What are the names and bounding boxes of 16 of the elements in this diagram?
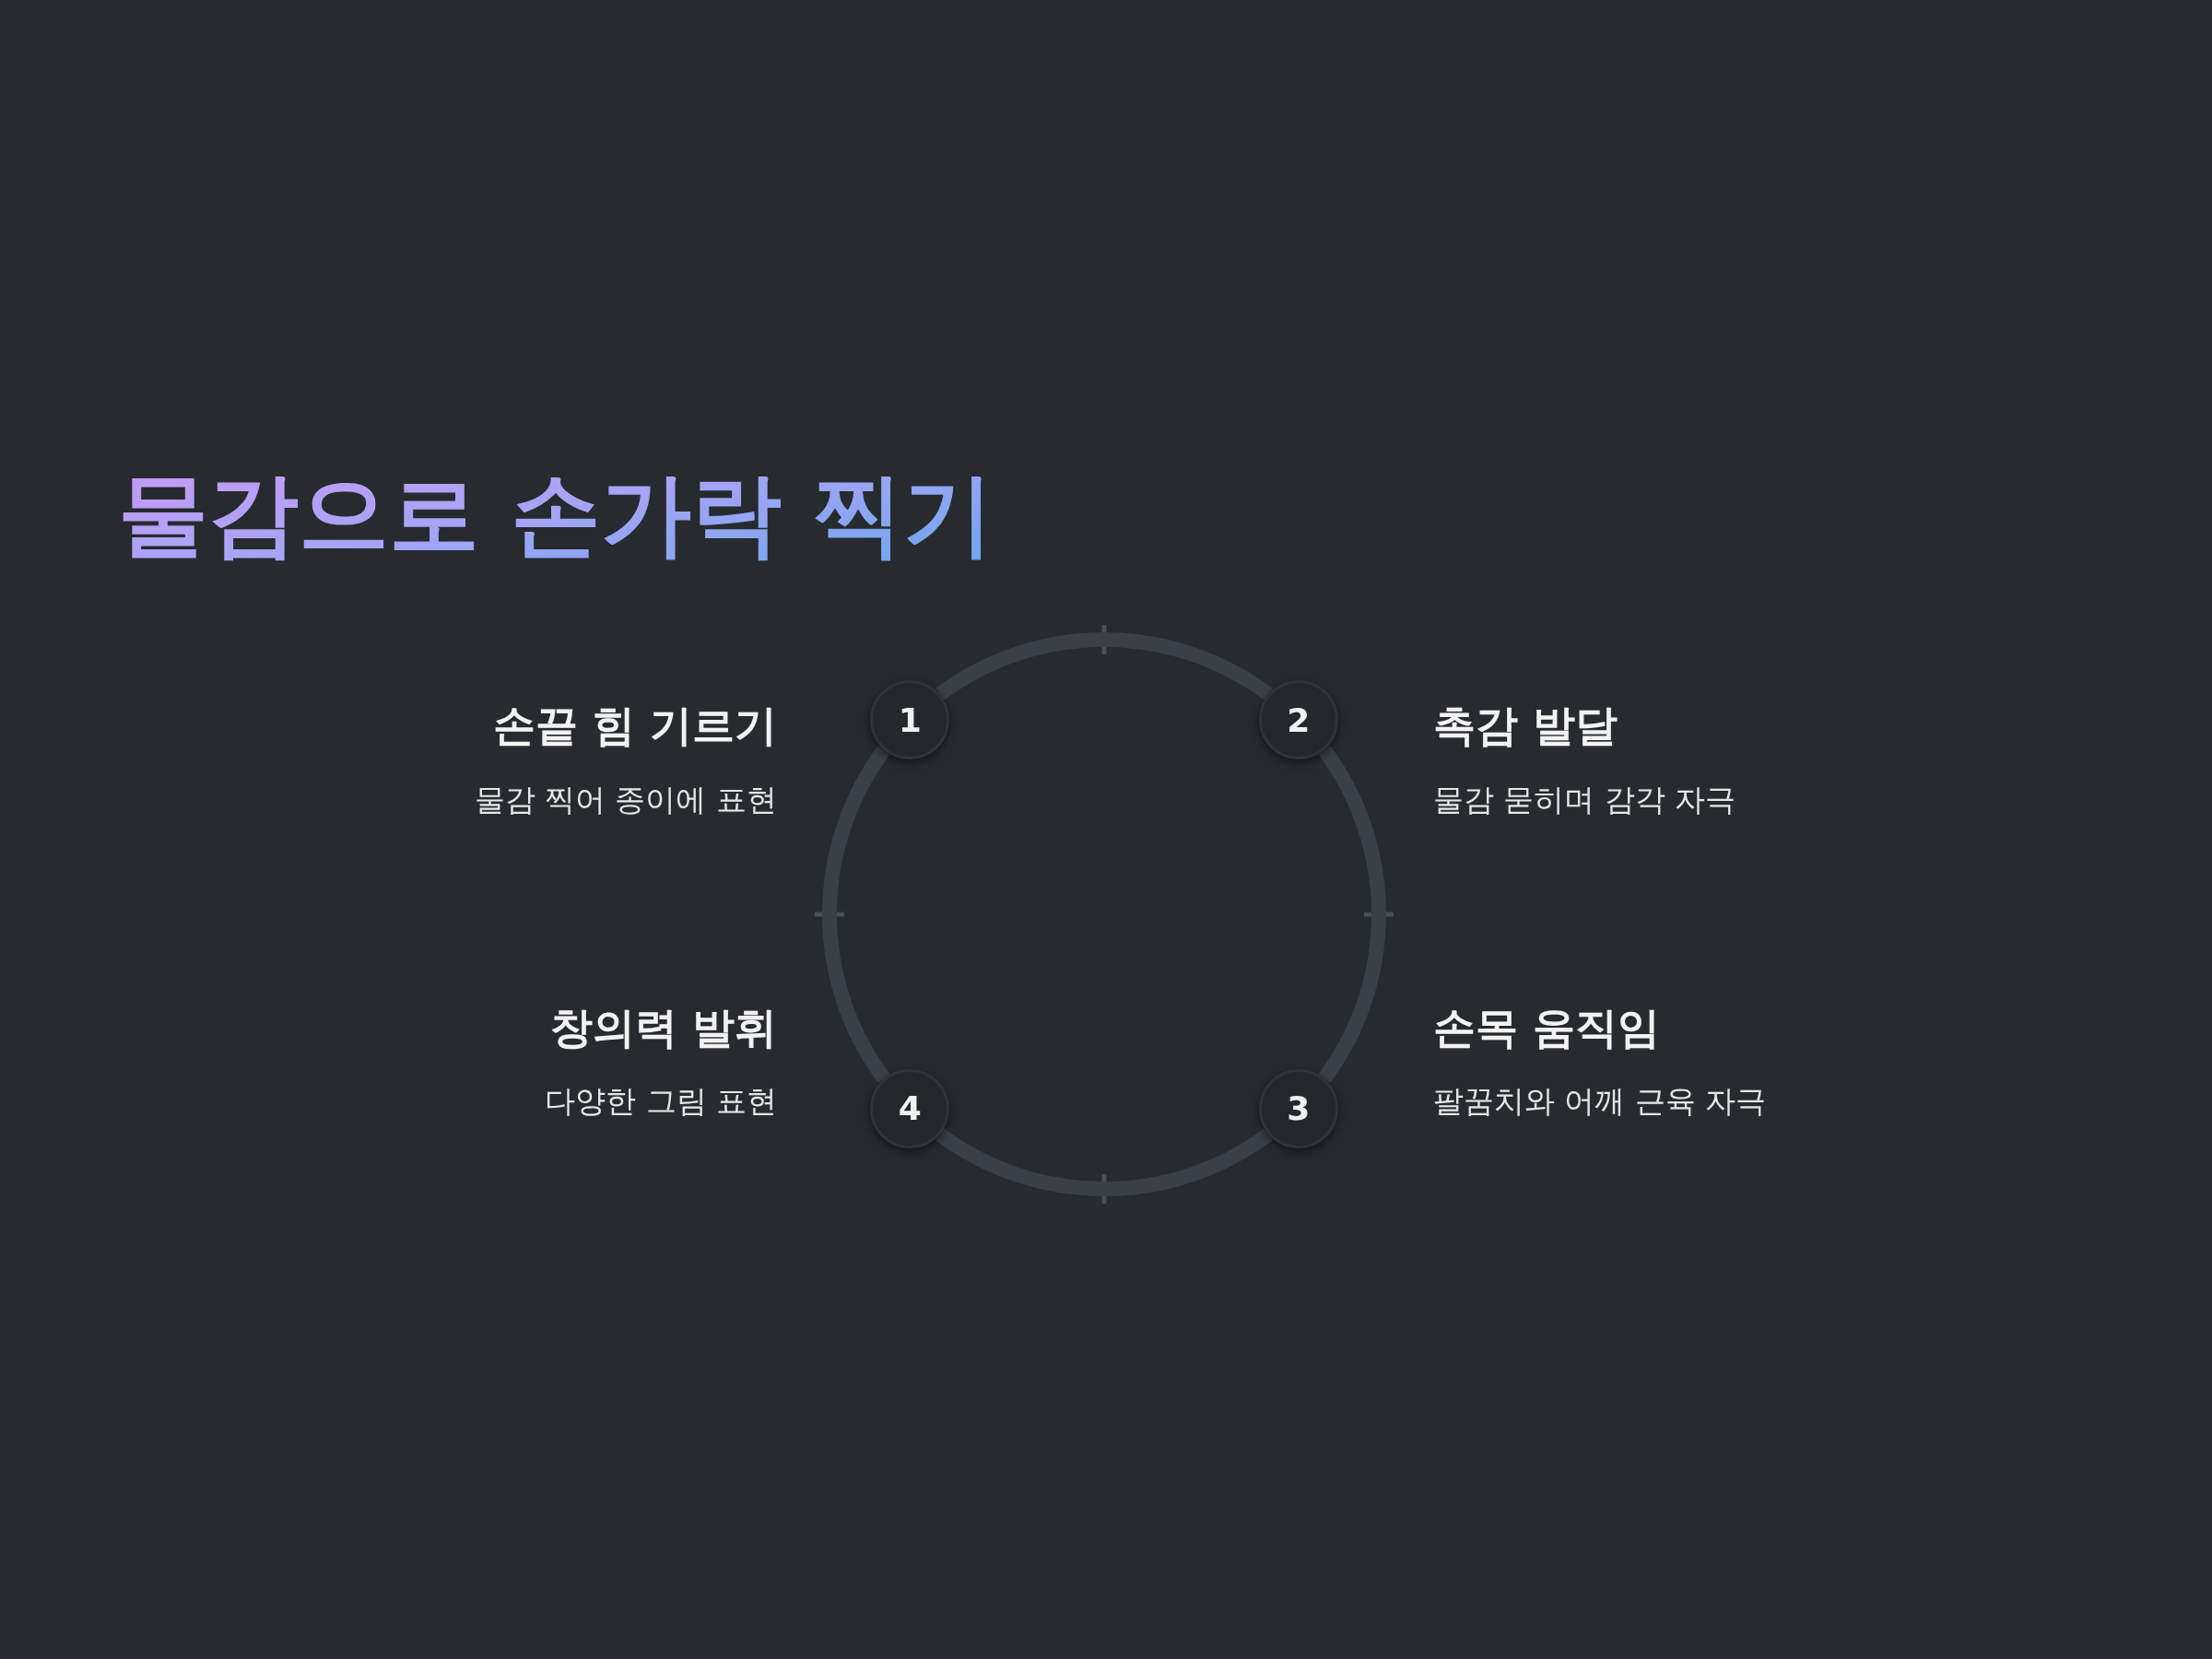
step-heading: 촉감 발달 bbox=[1433, 700, 1618, 752]
step-description: 물감 묻히며 감각 자극 bbox=[1433, 782, 1736, 818]
ring-arc bbox=[935, 632, 1273, 700]
ring-arc bbox=[935, 1128, 1273, 1196]
step-description: 물감 찍어 종이에 표현 bbox=[474, 782, 777, 818]
step-number-circle: 2 bbox=[1258, 680, 1338, 760]
step-number-circle: 3 bbox=[1258, 1068, 1338, 1148]
ring-arc bbox=[1318, 746, 1386, 1083]
step-heading: 창의력 발휘 bbox=[550, 1003, 777, 1054]
step-description: 다양한 그림 표현 bbox=[545, 1083, 777, 1120]
step-number-circle: 4 bbox=[870, 1068, 950, 1148]
step-number-circle: 1 bbox=[870, 680, 950, 760]
step-heading: 손끝 힘 기르기 bbox=[492, 700, 777, 752]
step-heading: 손목 움직임 bbox=[1433, 1003, 1660, 1054]
ring-arc bbox=[822, 746, 890, 1083]
step-description: 팔꿈치와 어깨 근육 자극 bbox=[1433, 1083, 1767, 1120]
